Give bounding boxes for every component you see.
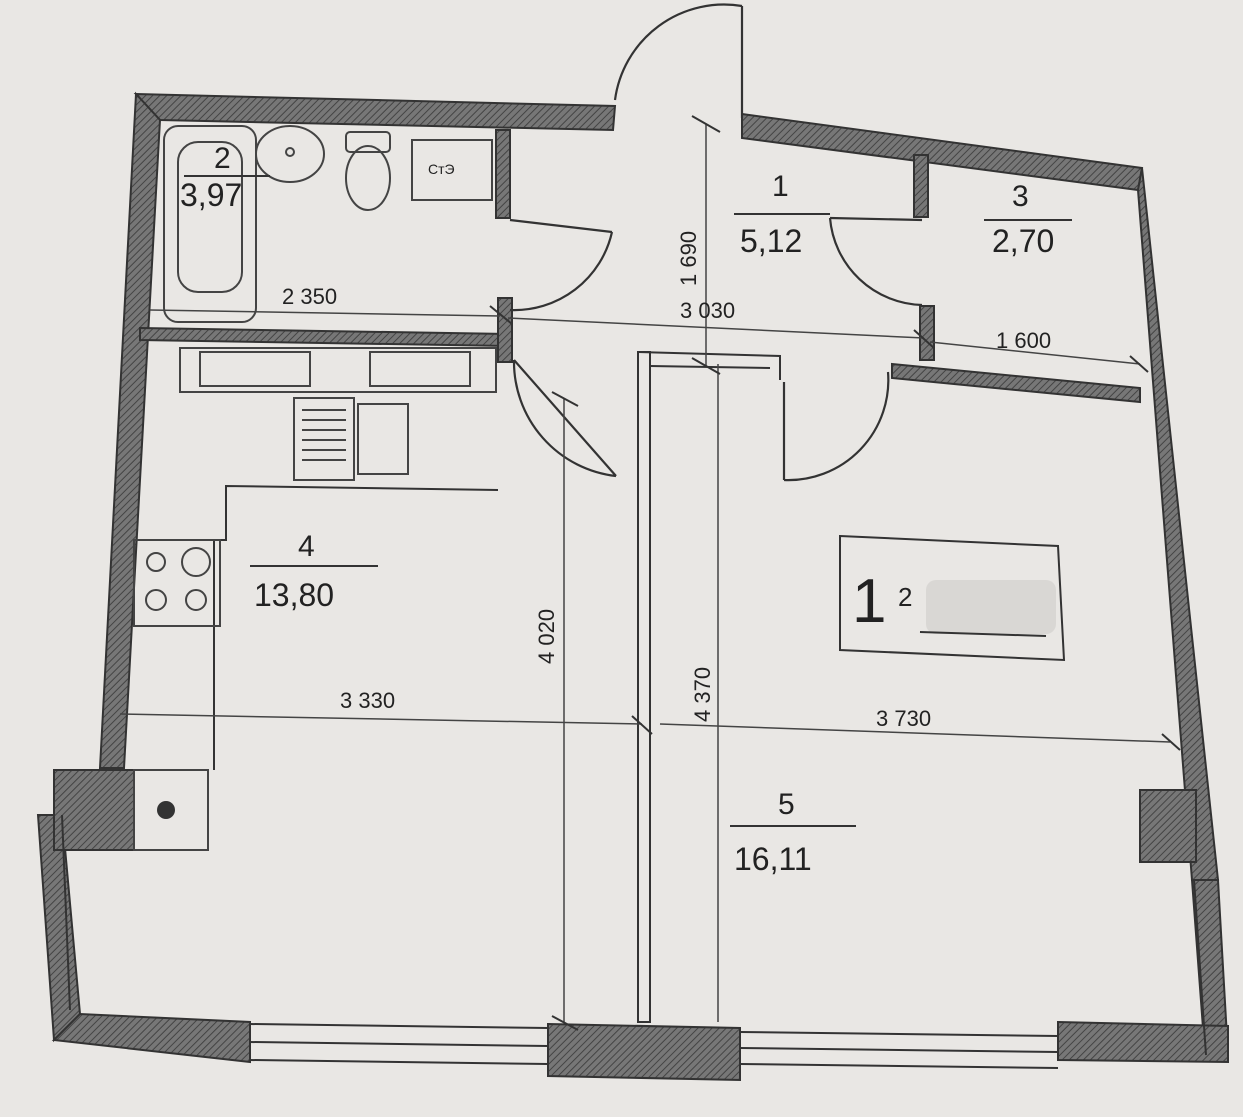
boiler [133,769,209,851]
doors [509,3,923,482]
room-3-area: 2,70 [992,223,1054,259]
fixtures: СтЭ [133,125,497,851]
room-3-number: 3 [1012,180,1029,213]
column-left [53,769,135,851]
entry-door-swing [613,3,743,101]
storage-door-leaf [829,216,923,222]
dim-3030: 3 030 [680,298,735,323]
bathtub [163,125,257,323]
wall-storage-bottom [891,362,1141,404]
interior-walls [134,129,1141,1023]
room-1: 1 5,12 [734,170,830,259]
wall-storage-lower [919,305,935,361]
stamp-blur [926,580,1056,634]
dim-1690: 1 690 [676,231,701,286]
cabinet-upper [179,347,497,393]
wall-bath-bottom [139,326,509,348]
wall-partition [637,351,651,1023]
kitchen-counter-outline [134,484,499,541]
room-2-area: 3,97 [180,177,242,213]
washer [411,139,493,201]
dim-2350: 2 350 [282,284,337,309]
bath-door-leaf [509,218,613,234]
dim-3330: 3 330 [340,688,395,713]
wall-bath-right [495,129,511,219]
kitchen-sink [357,403,409,475]
bath-door-swing [509,231,614,312]
storage-door-swing [828,217,923,307]
wall-bottom-right [1057,1020,1229,1064]
stamp-number: 1 [852,567,886,636]
room-3: 3 2,70 [984,180,1072,259]
wall-bottom-left [51,1012,251,1064]
kitchen-door-swing [512,359,617,478]
windows [61,814,1207,1069]
wall-partition-top [637,351,781,380]
dim-4020: 4 020 [534,609,559,664]
wall-top-left [133,92,617,132]
dim-3730: 3 730 [876,706,931,731]
outer-walls [36,91,1230,1082]
room-4-area: 13,80 [254,577,334,613]
room-2-number: 2 [214,142,231,175]
wall-storage-left [913,154,929,218]
room-5-number: 5 [778,788,795,821]
washer-label: СтЭ [428,161,455,177]
room-2: 2 3,97 [180,142,270,213]
room-1-area: 5,12 [740,223,802,259]
room-5-area: 16,11 [734,841,812,877]
wall-right [1136,167,1220,881]
kitchen-door-leaf [513,359,617,477]
cooktop [133,539,221,627]
room-4: 4 13,80 [250,530,378,613]
dimension-lines [119,115,1181,1031]
wall-top-right [741,112,1144,192]
stove [293,397,355,481]
wall-bottom-mid [547,1022,741,1082]
room-1-number: 1 [772,170,789,203]
stamp-frame [839,534,1066,662]
dim-1600: 1 600 [996,328,1051,353]
wall-left [98,91,162,769]
apartment-stamp: 1 2 [839,534,1066,662]
room-4-number: 4 [298,530,315,563]
toilet-tank [345,131,391,153]
boiler-icon [157,801,175,819]
living-door-swing [783,371,890,482]
column-right [1139,789,1197,863]
toilet-bowl [345,145,391,211]
dim-4370: 4 370 [690,667,715,722]
stamp-sub: 2 [898,582,912,612]
sink [255,125,325,183]
wall-bath-door-post [497,297,513,363]
room-5: 5 16,11 [730,788,856,877]
